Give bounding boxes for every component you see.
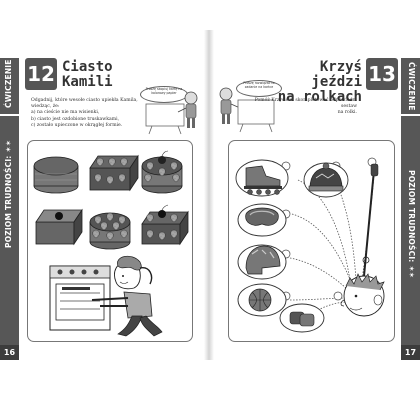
right-title: Krzyś jeździ na rolkach bbox=[264, 60, 362, 105]
oven bbox=[49, 265, 111, 331]
left-side-bar: ĆWICZENIE POZIOM TRUDNOŚCI: ✶✶ bbox=[0, 58, 19, 360]
left-title: Ciasto Kamili bbox=[62, 60, 113, 90]
connector-circle bbox=[333, 291, 343, 301]
cake-square-cherry bbox=[35, 208, 83, 246]
helmet-item bbox=[245, 245, 281, 275]
left-instruction-line: a) na cieście nie ma wisienki, bbox=[31, 110, 100, 116]
left-title-line1: Ciasto bbox=[62, 59, 113, 75]
right-instruction-line: na rolki. bbox=[337, 110, 357, 116]
cake-round-strawberries bbox=[89, 212, 131, 250]
left-instruction-line: wiedząc, że: bbox=[31, 104, 60, 110]
ski-pole-item bbox=[362, 163, 379, 277]
right-exercise-number: 13 bbox=[366, 58, 398, 90]
cake-square-strawberries-cherry bbox=[141, 204, 189, 246]
girl-kamila bbox=[91, 255, 163, 337]
basketball-item bbox=[248, 288, 272, 312]
right-bubble-text: Proszę rozwiązać to zadanie na kartce bbox=[243, 81, 275, 89]
boy-krzys bbox=[340, 273, 385, 317]
right-speech-bubble: Proszę rozwiązać to zadanie na kartce bbox=[236, 80, 282, 97]
winter-hat-item bbox=[308, 162, 344, 192]
left-instructions: Odgadnij, które wesołe ciasto upiekła Ka… bbox=[31, 98, 138, 129]
right-title-line2: na rolkach bbox=[277, 89, 362, 105]
left-page-number: 16 bbox=[0, 345, 19, 360]
right-instruction-line: Pomóż Krzysiowi skompletować odpowiedni … bbox=[254, 98, 357, 110]
left-instruction-line: Odgadnij, które wesołe ciasto upiekła Ka… bbox=[31, 98, 138, 103]
right-page-number: 17 bbox=[401, 345, 420, 360]
left-instruction-line: b) ciasto jest ozdobione truskawkami, bbox=[31, 116, 120, 122]
left-bar-divider bbox=[0, 114, 19, 116]
cake-round-plain bbox=[33, 156, 79, 194]
knee-pads-item bbox=[289, 311, 315, 327]
right-title-line1: Krzyś jeździ bbox=[311, 59, 362, 90]
right-side-bar: ĆWICZENIE POZIOM TRUDNOŚCI: ✶✶ bbox=[401, 58, 420, 360]
right-bar-divider bbox=[401, 114, 420, 116]
left-easel-board bbox=[145, 103, 185, 127]
left-title-line2: Kamili bbox=[62, 74, 113, 90]
right-instructions: Pomóż Krzysiowi skompletować odpowiedni … bbox=[242, 98, 357, 117]
left-exercise-number: 12 bbox=[25, 58, 57, 90]
ski-goggles-item bbox=[245, 207, 279, 226]
rollerblade-item bbox=[244, 165, 282, 195]
cake-square-strawberries bbox=[89, 154, 139, 192]
cake-round-strawberries-cherry bbox=[141, 150, 183, 194]
left-bubble-text: Proszę skopiuj kartę na kolorowy papier bbox=[145, 87, 183, 95]
left-instruction-line: c) zostało upieczone w okrągłej formie. bbox=[31, 122, 123, 128]
book-gutter bbox=[204, 30, 214, 360]
right-easel-board bbox=[237, 99, 275, 125]
